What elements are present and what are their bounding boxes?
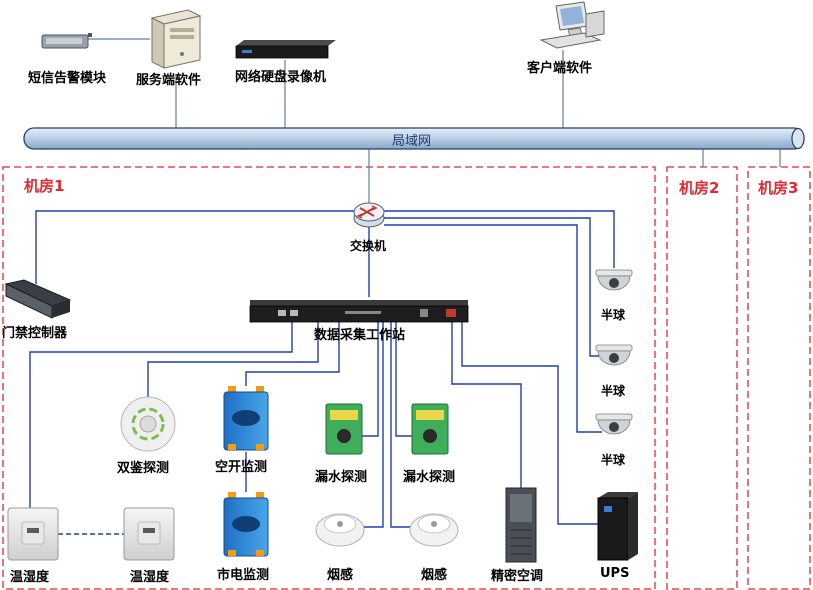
breaker-monitor-label: 空开监测	[215, 460, 268, 475]
room1-boundary	[2, 166, 656, 590]
sms-alarm-label: 短信告警模块	[28, 71, 107, 86]
room2-boundary	[666, 166, 738, 590]
smoke-detector-2-icon	[409, 513, 459, 547]
access-controller-label: 门禁控制器	[2, 326, 68, 341]
dual-detector-label: 双鉴探测	[117, 461, 170, 476]
dome-camera-2-icon	[595, 344, 633, 366]
leak-detector-1-label: 漏水探测	[315, 470, 368, 485]
network-links	[29, 210, 615, 528]
ups-label: UPS	[600, 566, 630, 581]
client-pc-icon	[539, 1, 605, 49]
th-sensor-1-label: 温湿度	[10, 570, 50, 585]
dome-camera-1-icon	[595, 269, 633, 291]
room3-boundary	[747, 166, 811, 590]
th-sensor-2-icon	[123, 507, 175, 561]
room1-label: 机房1	[24, 177, 65, 195]
th-sensor-2-label: 温湿度	[130, 570, 170, 585]
lan-label: 局域网	[392, 134, 432, 149]
room2-label: 机房2	[679, 179, 720, 197]
mains-monitor-icon	[223, 492, 269, 557]
leak-detector-1-icon	[325, 403, 363, 455]
sms-modem-icon	[41, 33, 92, 49]
top-links	[88, 38, 781, 205]
leak-detector-2-icon	[411, 403, 449, 455]
client-software-label: 客户端软件	[527, 61, 593, 76]
smoke-detector-1-icon	[315, 513, 365, 547]
server-icon	[150, 9, 202, 69]
dome-camera-3-icon	[595, 413, 633, 435]
th-sensor-1-icon	[7, 507, 59, 561]
access-controller-icon	[4, 279, 72, 319]
breaker-monitor-icon	[223, 386, 269, 451]
precision-ac-label: 精密空调	[491, 569, 544, 584]
server-software-label: 服务端软件	[136, 73, 202, 88]
switch-icon	[353, 202, 385, 228]
nvr-icon	[235, 40, 336, 59]
mains-monitor-label: 市电监测	[217, 568, 270, 583]
dual-detector-icon	[120, 396, 176, 452]
precision-ac-icon	[505, 487, 537, 563]
leak-detector-2-label: 漏水探测	[403, 470, 456, 485]
smoke-detector-1-label: 烟感	[327, 568, 354, 583]
camera-2-label: 半球	[601, 384, 626, 398]
ups-icon	[597, 492, 638, 561]
camera-3-label: 半球	[601, 453, 626, 467]
workstation-label: 数据采集工作站	[314, 328, 406, 343]
smoke-detector-2-label: 烟感	[421, 568, 448, 583]
lan-bus	[23, 127, 805, 150]
nvr-label: 网络硬盘录像机	[235, 70, 327, 85]
room3-label: 机房3	[758, 179, 799, 197]
switch-label: 交换机	[350, 239, 387, 253]
camera-1-label: 半球	[601, 308, 626, 322]
workstation-icon	[249, 300, 469, 323]
